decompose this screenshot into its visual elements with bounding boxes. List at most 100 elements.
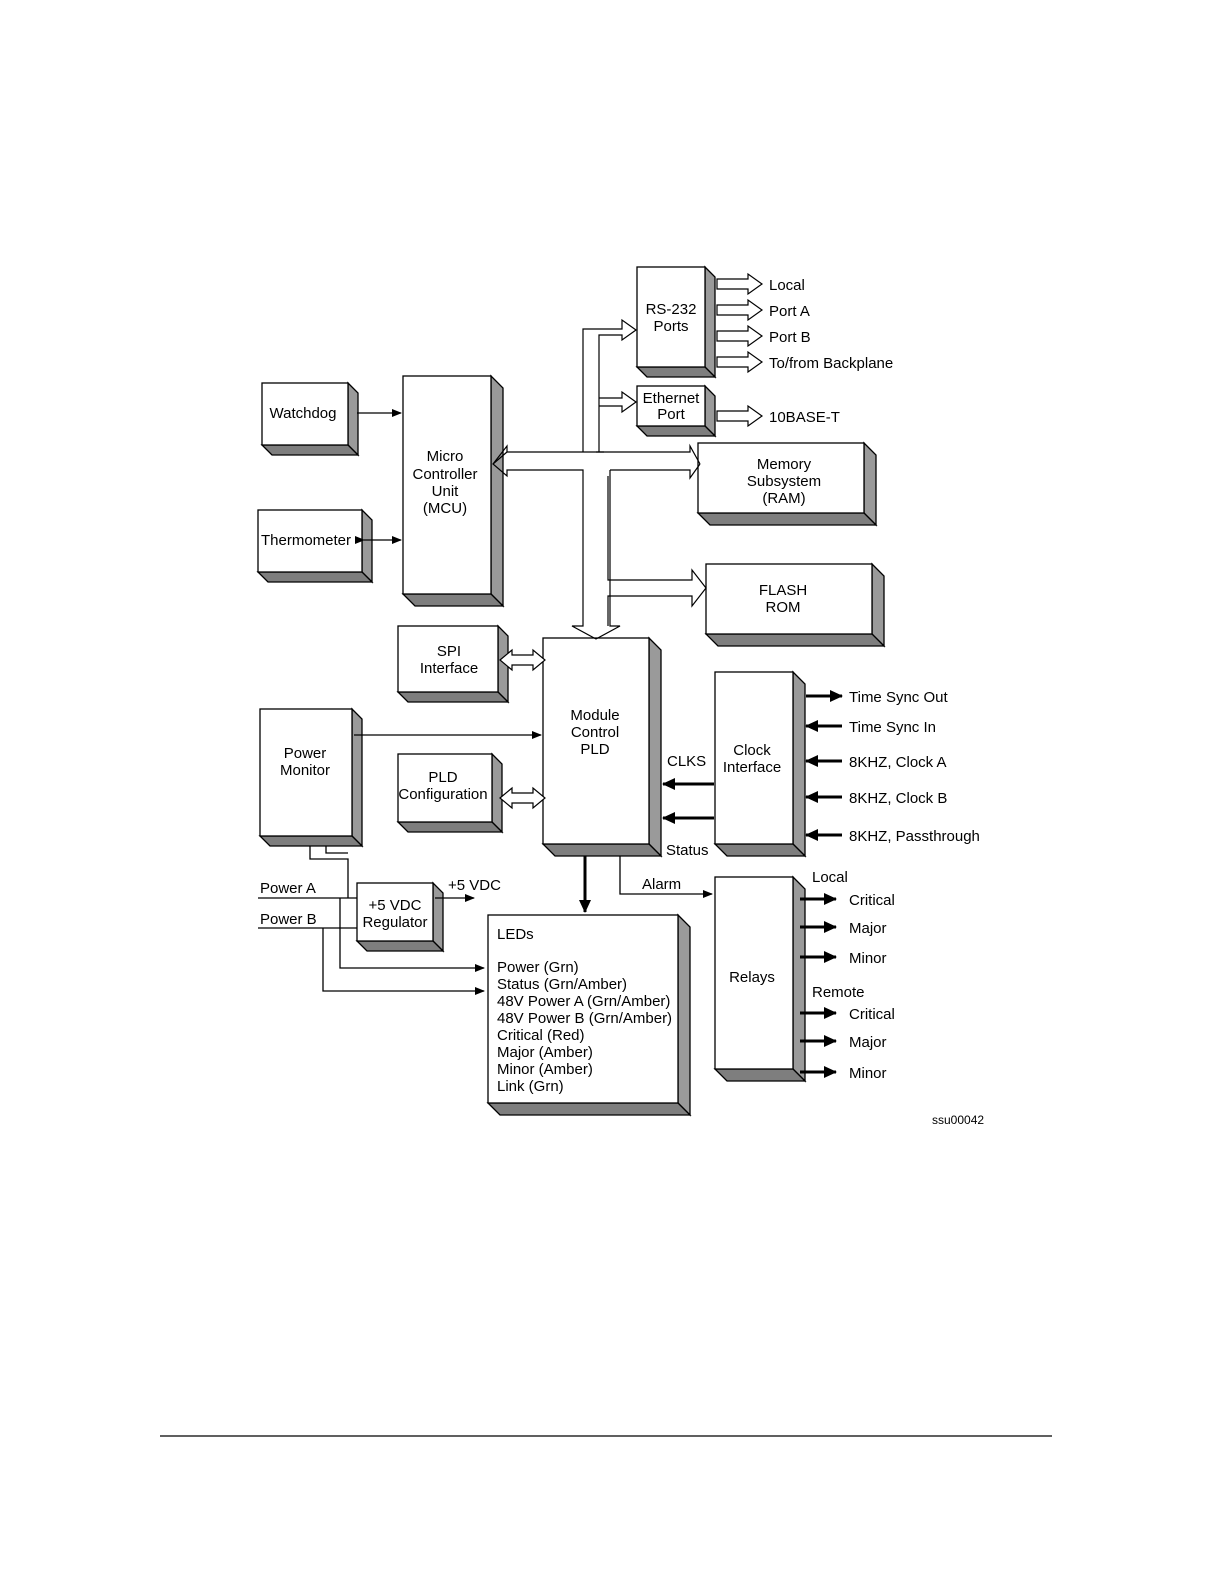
relay-output-label: Critical: [849, 892, 895, 909]
power-b-label: Power B: [260, 911, 317, 928]
box-bottom-face: [713, 1068, 807, 1082]
rs232-ports-block: [635, 265, 717, 379]
led-item-label: Link (Grn): [497, 1078, 564, 1095]
rs232-port-label: To/from Backplane: [769, 355, 893, 372]
mcu-bus-segment: [607, 476, 707, 626]
memory-label-1: Memory: [757, 456, 812, 473]
box-bottom-face: [635, 425, 717, 437]
figure-id: ssu00042: [932, 1113, 984, 1127]
clock-signal-label: Time Sync In: [849, 719, 936, 736]
rs232-port-arrow: [716, 298, 764, 322]
box-side-face: [863, 441, 877, 527]
rs232-port-arrow: [716, 272, 764, 296]
box-bottom-face: [256, 571, 374, 583]
box-front-face: [714, 671, 794, 845]
rs232-port-arrow: [716, 350, 764, 374]
power-a-label: Power A: [260, 880, 316, 897]
pld-configuration-block: [396, 752, 504, 834]
regulator-label-1: +5 VDC: [369, 897, 422, 914]
box-bottom-face: [486, 1102, 692, 1116]
led-item-label: Minor (Amber): [497, 1061, 593, 1078]
box-side-face: [871, 562, 885, 648]
box-side-face: [677, 913, 691, 1117]
mcu-bus-segment: [492, 451, 621, 640]
clock-interface-label-2: Interface: [723, 759, 781, 776]
box-bottom-face: [396, 691, 510, 703]
box-side-face: [491, 752, 503, 834]
clks-label: CLKS: [667, 753, 706, 770]
box-front-face: [397, 753, 493, 823]
box-front-face: [636, 266, 706, 368]
box-side-face: [792, 670, 806, 858]
box-front-face: [259, 708, 353, 837]
led-item-label: Status (Grn/Amber): [497, 976, 627, 993]
spi-label-1: SPI: [437, 643, 461, 660]
box-front-face: [636, 385, 706, 427]
memory-label-3: (RAM): [762, 490, 805, 507]
mcu-label-2: Controller: [412, 466, 477, 483]
mcu-bus-segment: [610, 463, 701, 480]
relays-block: [713, 875, 807, 1083]
box-side-face: [351, 707, 363, 848]
pld-label-2: Control: [571, 724, 619, 741]
regulator-label-2: Regulator: [362, 914, 427, 931]
leds-block: [486, 913, 692, 1117]
clock-interface-label-1: Clock: [733, 742, 771, 759]
rs232-label-2: Ports: [653, 318, 688, 335]
box-side-face: [792, 875, 806, 1083]
watchdog-block: [260, 381, 360, 457]
alarm-label: Alarm: [642, 876, 681, 893]
connectors: [258, 272, 843, 1078]
status-label: Status: [666, 842, 709, 859]
power-monitor-feed-b: [325, 846, 348, 854]
box-front-face: [487, 914, 679, 1104]
mcu-label-1: Micro: [427, 448, 464, 465]
relay-output-label: Major: [849, 920, 887, 937]
box-front-face: [356, 882, 434, 942]
mcu-bus-segment: [582, 318, 638, 452]
box-front-face: [705, 563, 873, 635]
flash-label-1: FLASH: [759, 582, 807, 599]
box-side-face: [347, 381, 359, 457]
flash-label-2: ROM: [766, 599, 801, 616]
power-led-b-line: [322, 928, 485, 995]
relay-output-label: Critical: [849, 1006, 895, 1023]
pld-label-3: PLD: [580, 741, 609, 758]
mcu-bus-segment: [596, 443, 701, 465]
led-item-label: 48V Power B (Grn/Amber): [497, 1010, 672, 1027]
led-item-label: 48V Power A (Grn/Amber): [497, 993, 670, 1010]
rs232-port-label: Local: [769, 277, 805, 294]
relays-label: Relays: [729, 969, 775, 986]
relay-group-remote-label: Remote: [812, 984, 865, 1001]
spi-label-2: Interface: [420, 660, 478, 677]
thermometer-block: [256, 508, 374, 584]
block-labels: Watchdog Thermometer Micro Controller Un…: [261, 301, 821, 1095]
thermometer-label: Thermometer: [261, 532, 351, 549]
box-bottom-face: [541, 843, 663, 857]
box-side-face: [704, 265, 716, 379]
memory-subsystem-block: [696, 441, 878, 527]
clock-signal-label: Time Sync Out: [849, 689, 948, 706]
box-bottom-face: [713, 843, 807, 857]
rs232-port-label: Port A: [769, 303, 810, 320]
pld-config-label-2: Configuration: [398, 786, 487, 803]
module-control-pld-block: [541, 636, 663, 858]
box-side-face: [490, 374, 504, 608]
led-item-label: Critical (Red): [497, 1027, 585, 1044]
led-item-label: Major (Amber): [497, 1044, 593, 1061]
rs232-port-label: Port B: [769, 329, 811, 346]
led-item-label: Power (Grn): [497, 959, 579, 976]
mcu-label-4: (MCU): [423, 500, 467, 517]
box-front-face: [261, 382, 349, 446]
power-monitor-feed-a: [309, 846, 349, 898]
rs232-port-arrow: [716, 324, 764, 348]
box-front-face: [542, 637, 650, 845]
box-bottom-face: [355, 940, 445, 952]
vdc-output-label: +5 VDC: [448, 877, 501, 894]
mcu-bus-segment: [492, 444, 604, 465]
regulator-block: [355, 881, 445, 953]
mcu-label-3: Unit: [432, 483, 460, 500]
